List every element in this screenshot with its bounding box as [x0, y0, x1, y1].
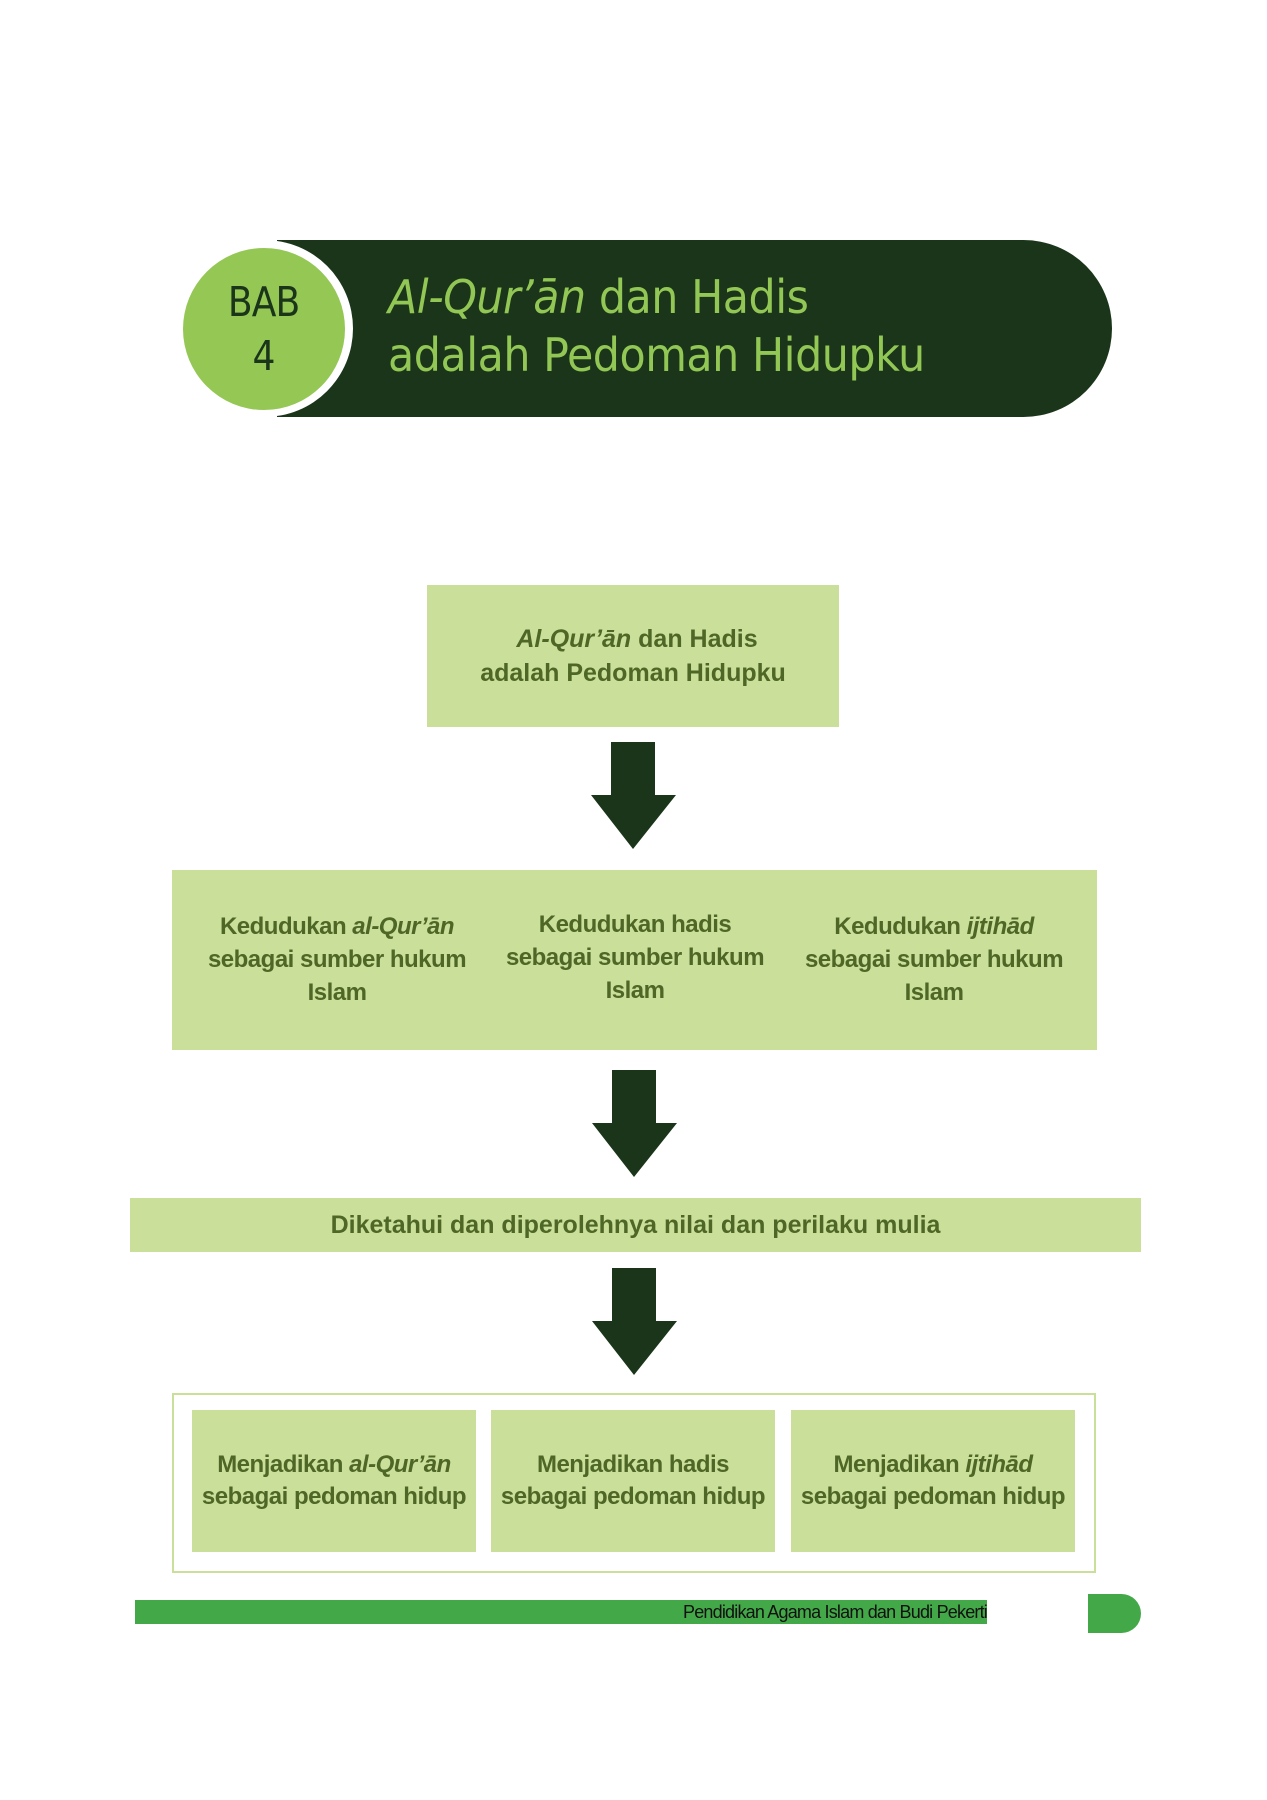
chapter-title-line-1: Al-Qur’ān dan Hadis: [388, 268, 925, 326]
outcome-item-line-2: sebagai pedoman hidup: [500, 1483, 766, 1510]
position-item-line-2: sebagai sumber hukum: [207, 946, 467, 973]
outcome-item-line-1: Menjadikan hadis: [536, 1449, 730, 1481]
page-tab: [1088, 1594, 1141, 1633]
outcome-item-italic: al-Qur’ān: [349, 1451, 451, 1478]
position-item: Kedudukan ijtihād sebagai sumber hukum I…: [784, 910, 1084, 1009]
down-arrow-icon: [591, 742, 676, 849]
outcome-item-prefix: Menjadikan hadis: [536, 1451, 730, 1478]
chapter-title: Al-Qur’ān dan Hadis adalah Pedoman Hidup…: [388, 268, 965, 384]
outcome-item: Menjadikan al-Qur’ān sebagai pedoman hid…: [192, 1410, 476, 1552]
outcome-item-line-2: sebagai pedoman hidup: [201, 1483, 467, 1510]
outcome-item: Menjadikan ijtihād sebagai pedoman hidup: [791, 1410, 1075, 1552]
position-item-italic: ijtihād: [966, 913, 1035, 940]
position-item-line-3: Islam: [904, 979, 964, 1006]
outcome-item-line-1: Menjadikan al-Qur’ān: [217, 1449, 451, 1481]
position-item: Kedudukan hadis sebagai sumber hukum Isl…: [485, 908, 785, 1007]
result-box: Diketahui dan diperolehnya nilai dan per…: [130, 1198, 1141, 1252]
chapter-banner: [277, 240, 1112, 417]
position-item: Kedudukan al-Qur’ān sebagai sumber hukum…: [187, 910, 487, 1009]
chapter-number: 4: [252, 332, 276, 380]
outcome-item-line-1: Menjadikan ijtihād: [833, 1449, 1033, 1481]
outcome-item: Menjadikan hadis sebagai pedoman hidup: [491, 1410, 775, 1552]
outcome-item-prefix: Menjadikan: [217, 1451, 350, 1478]
topic-box-italic: Al-Qur’ān: [516, 625, 632, 653]
down-arrow-icon: [592, 1268, 677, 1375]
chapter-title-line-1-rest: dan Hadis: [585, 270, 809, 324]
position-item-line-1: Kedudukan hadis: [485, 908, 785, 941]
outcome-item-prefix: Menjadikan: [833, 1451, 966, 1478]
position-item-line-1: Kedudukan al-Qur’ān: [187, 910, 487, 943]
position-item-prefix: Kedudukan hadis: [538, 911, 732, 938]
position-item-italic: al-Qur’ān: [352, 913, 455, 940]
footer-book-title: Pendidikan Agama Islam dan Budi Pekerti: [683, 1602, 988, 1622]
footer-bar: Pendidikan Agama Islam dan Budi Pekerti: [135, 1600, 988, 1624]
chapter-title-italic: Al-Qur’ān: [388, 270, 586, 324]
down-arrow-icon: [592, 1070, 677, 1177]
position-item-line-3: Islam: [307, 979, 367, 1006]
chapter-badge: BAB 4: [183, 248, 345, 410]
chapter-title-line-2: adalah Pedoman Hidupku: [388, 328, 925, 382]
position-item-prefix: Kedudukan: [834, 913, 967, 940]
outcome-item-italic: ijtihād: [965, 1451, 1033, 1478]
position-item-line-1: Kedudukan ijtihād: [784, 910, 1084, 943]
topic-box: Al-Qur’ān dan Hadis adalah Pedoman Hidup…: [427, 585, 839, 727]
topic-box-line-1: Al-Qur’ān dan Hadis: [516, 622, 757, 656]
positions-box: Kedudukan al-Qur’ān sebagai sumber hukum…: [172, 870, 1097, 1050]
outcome-item-line-2: sebagai pedoman hidup: [800, 1483, 1066, 1510]
down-arrow-shape: [592, 1070, 677, 1177]
down-arrow-shape: [591, 742, 676, 849]
chapter-label: BAB: [228, 278, 300, 326]
result-text: Diketahui dan diperolehnya nilai dan per…: [330, 1210, 941, 1239]
topic-box-line-1-rest: dan Hadis: [631, 625, 758, 653]
position-item-line-2: sebagai sumber hukum: [804, 946, 1064, 973]
position-item-line-2: sebagai sumber hukum: [505, 944, 765, 971]
position-item-line-3: Islam: [605, 977, 665, 1004]
down-arrow-shape: [592, 1268, 677, 1375]
position-item-prefix: Kedudukan: [219, 913, 353, 940]
topic-box-line-2: adalah Pedoman Hidupku: [480, 659, 786, 687]
